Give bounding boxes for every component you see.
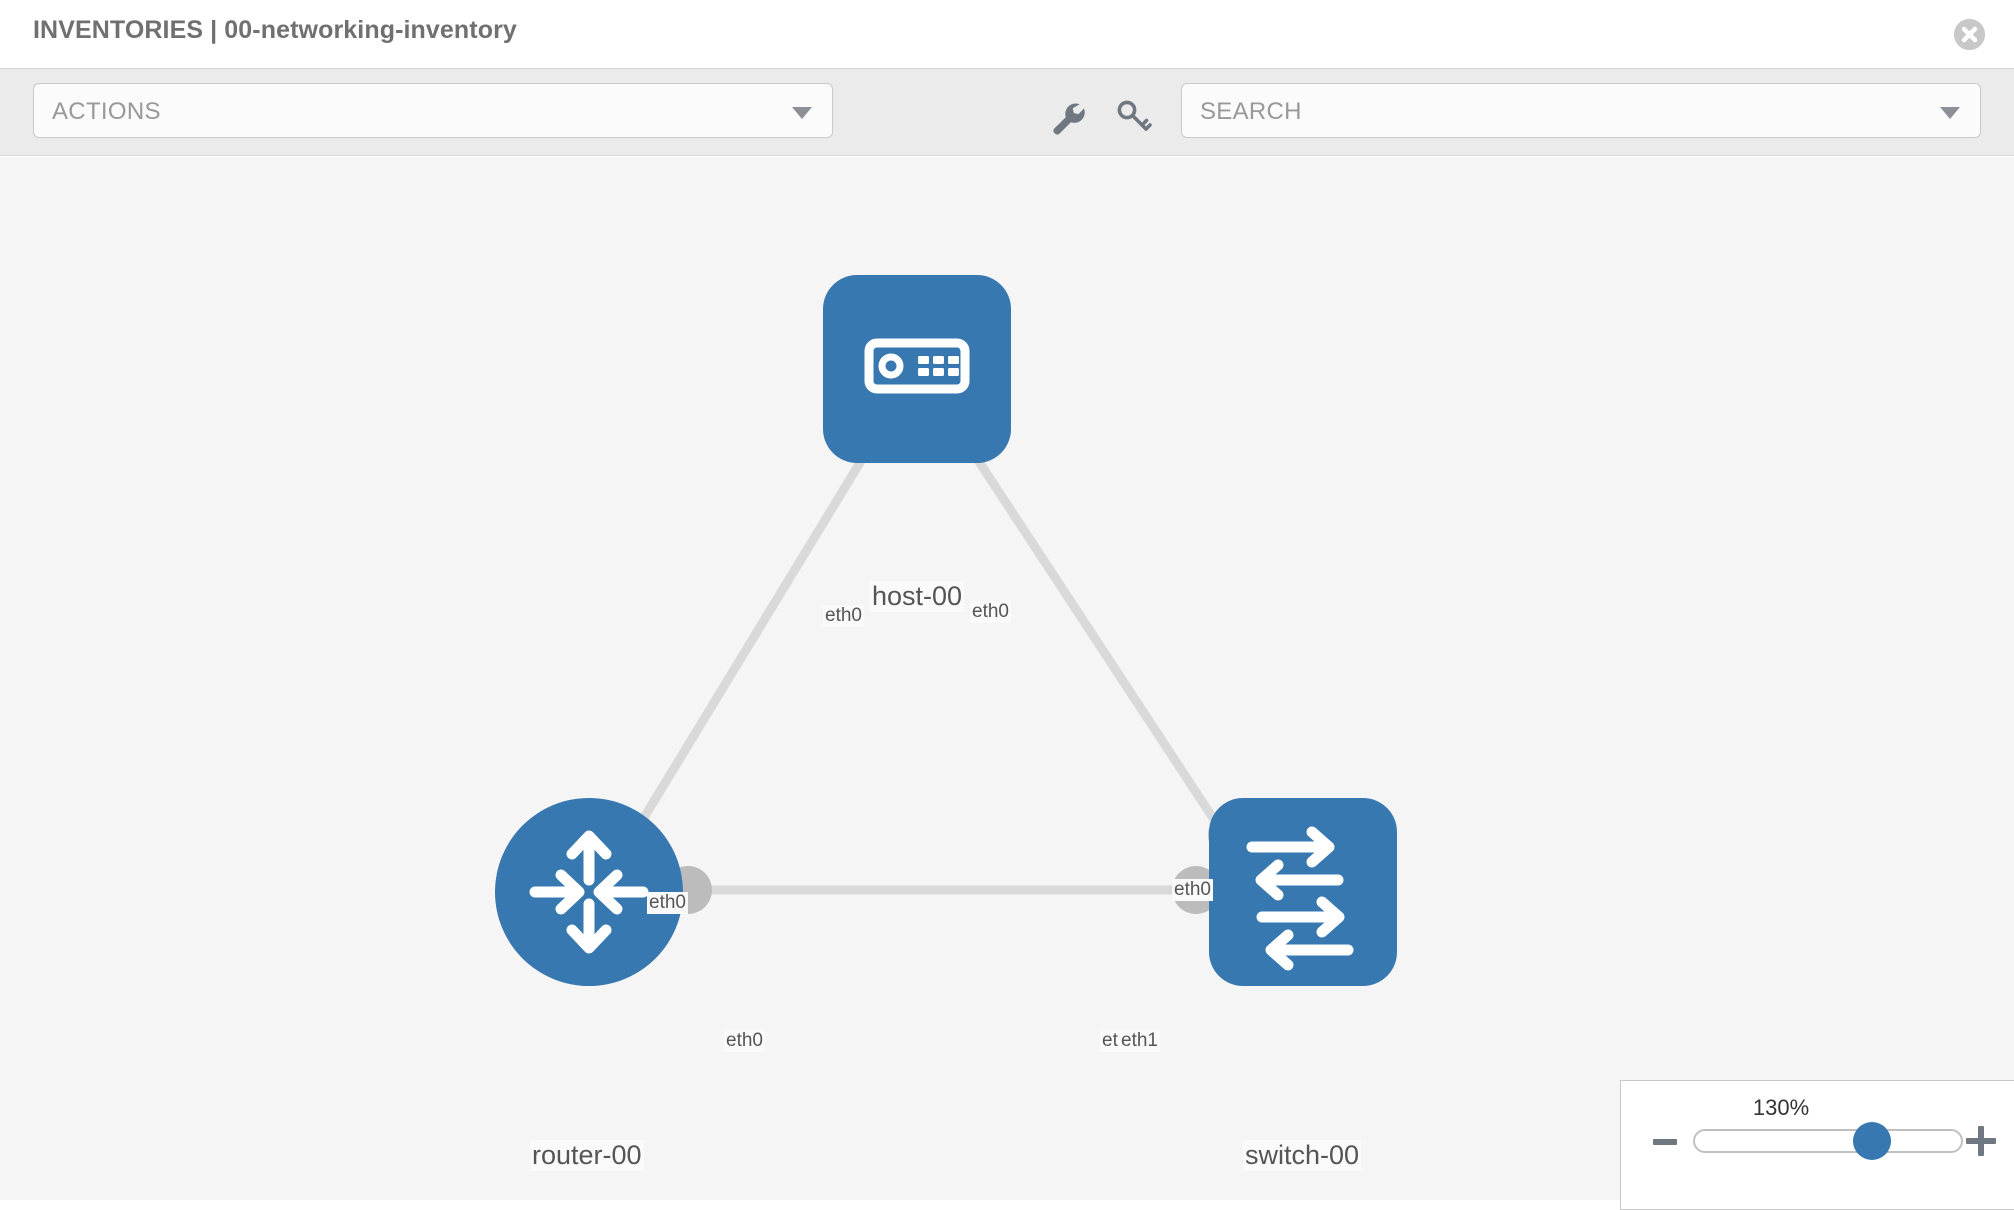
app-header: INVENTORIES | 00-networking-inventory [0, 0, 2014, 69]
close-icon[interactable] [1954, 19, 1985, 50]
zoom-in-button[interactable] [1966, 1126, 1996, 1156]
page-title: INVENTORIES | 00-networking-inventory [33, 16, 517, 44]
port-label: eth0 [1172, 879, 1213, 901]
link-host-switch [940, 405, 1237, 852]
key-icon[interactable] [1113, 96, 1153, 136]
zoom-slider-track[interactable] [1693, 1129, 1963, 1153]
zoom-level-value: 130% [1752, 1095, 1810, 1120]
actions-dropdown-label: ACTIONS [52, 98, 161, 125]
zoom-slider-handle[interactable] [1853, 1122, 1891, 1160]
node-router-00[interactable] [495, 798, 683, 986]
search-placeholder: SEARCH [1200, 98, 1302, 125]
node-host-00[interactable] [823, 275, 1011, 463]
zoom-control-panel: 130% [1620, 1080, 2014, 1210]
port-label: eth1 [1119, 1030, 1160, 1052]
port-label: eth0 [970, 601, 1011, 623]
router-arrows-icon [529, 830, 649, 954]
port-label: eth0 [823, 605, 864, 627]
search-input[interactable]: SEARCH [1181, 83, 1981, 138]
topology-canvas[interactable]: host-00 router-00 switch-00 eth0 eth0 et… [0, 157, 2014, 1200]
actions-dropdown[interactable]: ACTIONS [33, 83, 833, 138]
node-label-switch: switch-00 [1243, 1140, 1362, 1171]
zoom-out-button[interactable] [1653, 1139, 1677, 1145]
chevron-down-icon[interactable] [1940, 107, 1960, 119]
port-label: eth0 [724, 1030, 765, 1052]
port-marker [664, 398, 1256, 914]
link-host-router [615, 405, 897, 862]
node-switch-00[interactable] [1209, 798, 1397, 986]
wrench-icon[interactable] [1046, 96, 1086, 136]
server-icon [864, 338, 970, 394]
port-label: eth0 [647, 892, 688, 914]
chevron-down-icon [792, 107, 812, 119]
node-label-host: host-00 [870, 581, 965, 612]
switch-arrows-icon [1246, 826, 1354, 971]
node-label-router: router-00 [530, 1140, 644, 1171]
topology-graph [495, 275, 1397, 986]
